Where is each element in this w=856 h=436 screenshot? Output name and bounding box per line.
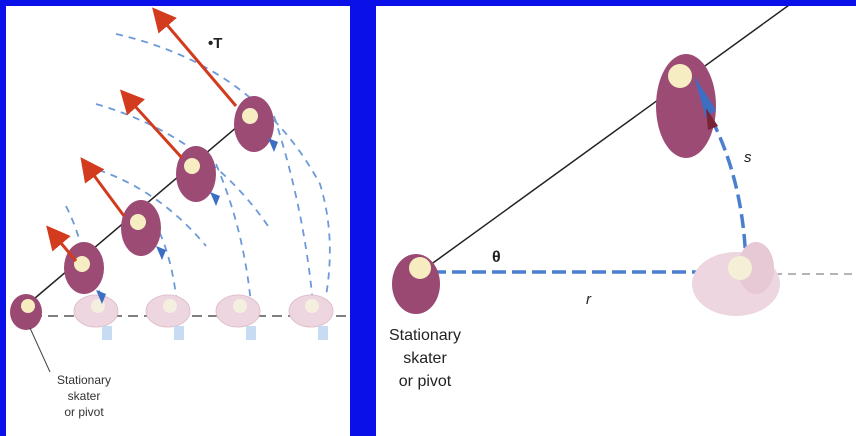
left-diagram-panel: •T Stationary skater or pivot <box>6 6 350 436</box>
right-caption: Stationary skater or pivot <box>376 324 480 394</box>
caption-line-1: Stationary <box>388 327 462 344</box>
right-diagram-panel: θ r s Stationary skater or pivot <box>376 6 856 436</box>
radial-line <box>425 6 789 269</box>
force-label: •T <box>208 35 222 52</box>
caption-line-3: or pivot <box>64 405 104 420</box>
ghost-skater <box>692 242 780 316</box>
ghost-heads <box>91 299 319 313</box>
skater-1 <box>64 242 106 304</box>
tangential-force-arrows <box>46 7 238 262</box>
left-diagram-svg: •T <box>10 7 346 373</box>
ghost-skaters <box>73 294 334 328</box>
right-diagram-svg: θ r s <box>392 6 856 316</box>
left-caption: Stationary skater or pivot <box>34 372 134 421</box>
caption-line-1: Stationary <box>56 373 112 387</box>
pivot-skater-head <box>21 299 35 313</box>
arc-label: s <box>744 149 752 166</box>
skater-2 <box>121 200 166 260</box>
radius-label: r <box>586 291 592 308</box>
angle-label: θ <box>492 249 501 266</box>
skater-4 <box>234 96 278 152</box>
caption-line-3: or pivot <box>398 373 452 391</box>
moving-skaters <box>64 96 278 304</box>
skater-3 <box>176 146 220 206</box>
moving-skater <box>656 54 718 158</box>
ghost-feet <box>102 326 328 340</box>
caption-line-2: skater <box>67 389 101 404</box>
caption-leader-line <box>29 327 51 373</box>
caption-line-2: skater <box>403 350 447 368</box>
pivot-skater <box>392 254 440 314</box>
